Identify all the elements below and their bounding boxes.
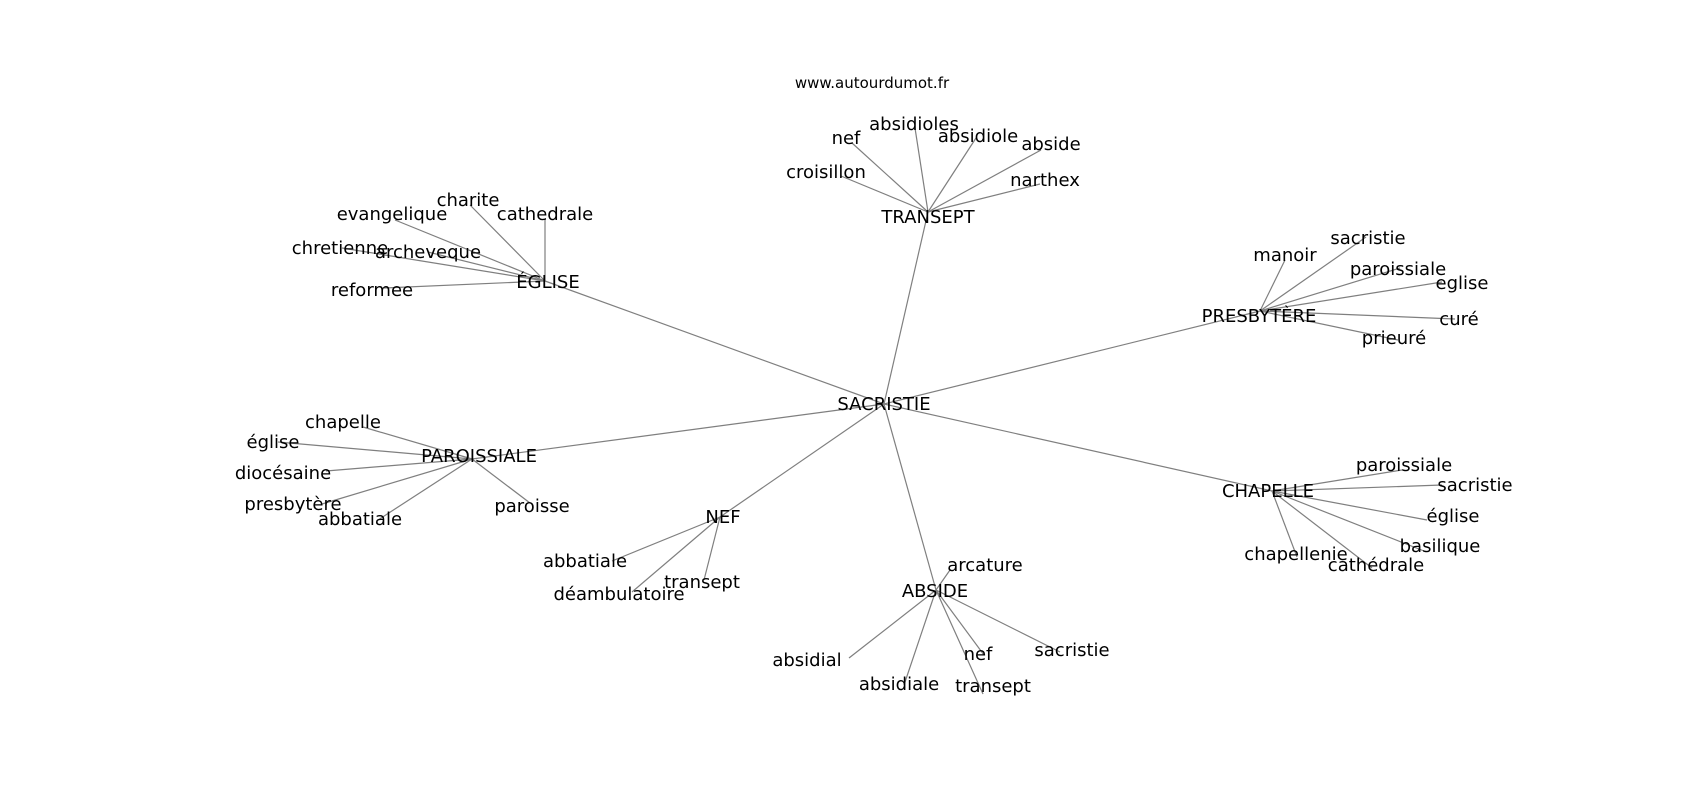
leaf-node-label: abside (1021, 134, 1080, 155)
root-node-label: SACRISTIE (837, 394, 930, 415)
edge-branch-3-child-2 (325, 458, 473, 472)
edge-root-to-4 (719, 403, 885, 518)
leaf-node-label: chapelle (305, 412, 381, 433)
leaf-node-label: paroissiale (1356, 455, 1452, 476)
edge-branch-0-child-0 (840, 175, 929, 213)
edge-branch-3-child-5 (471, 458, 531, 504)
edge-root-to-6 (883, 403, 1273, 492)
edge-branch-4-child-2 (703, 516, 721, 581)
edge-branch-0-child-3 (927, 137, 977, 213)
edge-branch-3-child-1 (277, 441, 473, 460)
branch-node-label: NEF (705, 507, 740, 528)
edge-branch-6-child-5 (1271, 490, 1373, 569)
leaf-node-label: evangelique (337, 204, 448, 225)
leaf-node-label: absidioles (869, 114, 959, 135)
edge-branch-5-child-4 (935, 589, 984, 695)
edge-branch-4-child-1 (631, 516, 721, 593)
leaf-node-label: abbatiale (318, 509, 402, 530)
branch-node-label: CHAPELLE (1222, 481, 1314, 502)
edge-branch-0-child-5 (927, 183, 1041, 213)
leaf-node-label: cathedrale (497, 204, 593, 225)
branch-node-label: PRESBYTÈRE (1202, 305, 1317, 327)
leaf-node-label: sacristie (1437, 475, 1512, 496)
edge-branch-5-child-0 (935, 569, 951, 591)
leaf-node-label: basilique (1400, 536, 1481, 557)
edge-branch-5-child-3 (935, 589, 985, 656)
branch-node-label: ÉGLISE (516, 271, 579, 293)
leaf-node-label: archeveque (375, 242, 481, 263)
leaf-node-label: sacristie (1034, 640, 1109, 661)
edge-branch-3-child-4 (377, 458, 473, 521)
edge-root-to-2 (883, 310, 1261, 405)
edge-branch-5-child-5 (935, 589, 1061, 653)
leaf-node-label: manoir (1253, 245, 1317, 266)
edge-branch-4-child-0 (611, 516, 721, 562)
edge-branch-0-child-2 (914, 127, 929, 213)
leaf-node-label: nef (832, 128, 861, 149)
edge-branch-1-child-1 (394, 219, 546, 282)
edge-root-to-5 (883, 403, 937, 591)
leaf-node-label: abbatiale (543, 551, 627, 572)
edge-branch-1-child-4 (427, 251, 546, 282)
edge-root-to-0 (883, 211, 929, 405)
leaf-node-label: sacristie (1330, 228, 1405, 249)
leaf-node-label: narthex (1010, 170, 1080, 191)
edge-branch-3-child-0 (362, 426, 473, 460)
leaf-node-label: charite (437, 190, 500, 211)
edge-branch-6-child-4 (1271, 490, 1298, 558)
edge-branch-6-child-0 (1271, 469, 1403, 492)
leaf-node-label: déambulatoire (553, 584, 684, 605)
leaf-node-label: presbytère (244, 494, 341, 515)
leaf-node-label: prieuré (1362, 328, 1426, 349)
edge-branch-0-child-4 (927, 149, 1042, 213)
edge-root-to-3 (471, 403, 885, 460)
edge-branch-3-child-3 (321, 458, 473, 505)
edge-branch-2-child-3 (1259, 281, 1443, 312)
edge-branch-0-child-1 (851, 142, 929, 213)
leaf-node-label: absidial (772, 650, 841, 671)
edge-branch-5-child-1 (848, 589, 937, 659)
edges (277, 127, 1456, 695)
leaf-node-label: transept (955, 676, 1031, 697)
leaf-node-label: transept (664, 572, 740, 593)
leaf-node-label: croisillon (786, 162, 866, 183)
edge-branch-1-child-3 (341, 247, 546, 282)
leaf-node-label: absidiole (938, 126, 1018, 147)
edge-root-to-1 (544, 280, 885, 405)
leaf-node-label: diocésaine (235, 463, 331, 484)
edge-branch-1-child-5 (383, 280, 546, 289)
branch-node-label: PAROISSIALE (421, 446, 537, 467)
edge-branch-2-child-4 (1259, 310, 1456, 320)
edge-branch-2-child-1 (1259, 236, 1367, 312)
leaf-node-label: paroisse (494, 496, 569, 517)
labels: TRANSEPT croisillon nef absidiolesabsidiole… (235, 114, 1513, 697)
leaf-node-label: nef (964, 644, 993, 665)
leaf-node-label: eglise (1436, 273, 1489, 294)
edge-branch-2-child-5 (1259, 310, 1399, 341)
leaf-node-label: absidiale (859, 674, 939, 695)
edge-branch-6-child-3 (1271, 490, 1425, 552)
branch-node-label: ABSIDE (902, 581, 968, 602)
edge-branch-5-child-2 (903, 589, 937, 686)
edge-branch-1-child-0 (469, 204, 546, 282)
leaf-node-label: église (1427, 506, 1480, 527)
leaf-node-label: cathédrale (1328, 555, 1424, 576)
leaf-node-label: reformee (331, 280, 413, 301)
leaf-node-label: arcature (947, 555, 1023, 576)
leaf-node-label: paroissiale (1350, 259, 1446, 280)
leaf-node-label: chretienne (292, 238, 388, 259)
edge-branch-6-child-1 (1271, 484, 1443, 492)
source-url: www.autourdumot.fr (795, 74, 950, 92)
edge-branch-6-child-2 (1271, 490, 1428, 521)
edge-branch-2-child-2 (1259, 267, 1401, 312)
branch-node-label: TRANSEPT (880, 207, 975, 228)
leaf-node-label: chapellenie (1244, 544, 1347, 565)
leaf-node-label: église (247, 432, 300, 453)
edge-branch-2-child-0 (1259, 259, 1286, 312)
leaf-node-label: curé (1439, 309, 1478, 330)
